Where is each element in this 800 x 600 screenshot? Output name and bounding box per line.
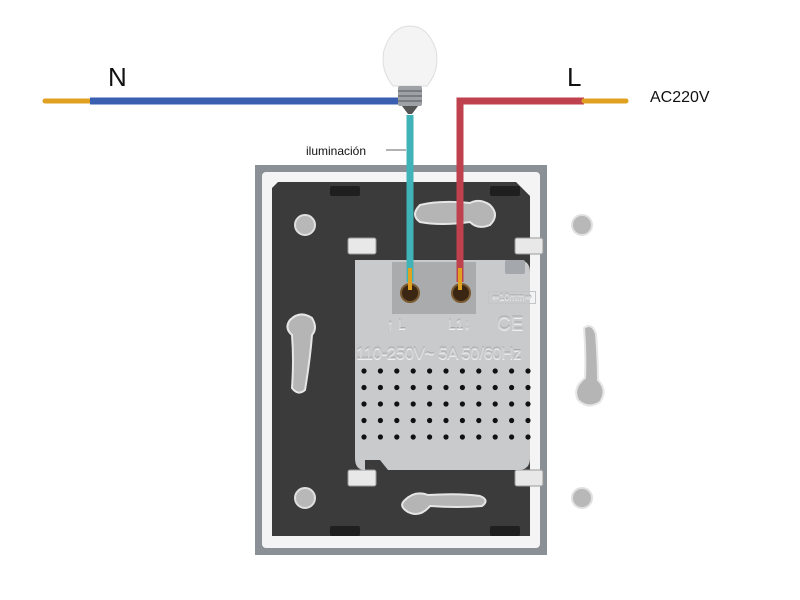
- vent-hole: [427, 417, 433, 424]
- vent-hole: [394, 384, 400, 391]
- bulb-contact: [402, 106, 418, 114]
- terminal-screws: [400, 283, 471, 303]
- strip-length-marking: ⇐10mm⇒: [488, 291, 537, 304]
- vent-hole: [443, 434, 449, 440]
- vent-hole: [394, 401, 400, 407]
- vent-hole: [459, 434, 465, 440]
- vent-hole: [427, 368, 433, 374]
- vent-hole: [459, 401, 465, 407]
- vent-hole: [476, 434, 482, 440]
- vent-hole: [361, 368, 367, 374]
- neutral-label: N: [108, 62, 127, 92]
- vent-hole: [427, 434, 433, 440]
- vent-hole: [394, 417, 400, 424]
- module-notch: [505, 260, 525, 274]
- vent-hole: [377, 401, 383, 407]
- vent-hole: [492, 434, 498, 440]
- vent-hole: [361, 384, 367, 391]
- vent-hole: [443, 401, 449, 407]
- vent-hole: [410, 368, 416, 374]
- vent-hole: [525, 417, 531, 424]
- bulb-glass: [382, 25, 438, 87]
- vent-hole: [394, 434, 400, 440]
- vent-hole: [410, 384, 416, 391]
- terminal-in-marking: ↑ L: [387, 316, 406, 332]
- vent-hole: [394, 368, 400, 374]
- vent-hole: [509, 368, 515, 374]
- rating-marking: 110-250V~ 5A 50/60Hz: [356, 344, 522, 363]
- live-label: L: [567, 62, 582, 92]
- vent-hole: [525, 384, 531, 391]
- vent-hole: [377, 434, 383, 440]
- vent-hole: [492, 417, 498, 424]
- vent-hole: [410, 417, 416, 424]
- vent-hole: [361, 434, 367, 440]
- wires: [42, 97, 629, 290]
- light-bulb-icon: [382, 25, 438, 114]
- ce-mark: CE: [497, 314, 524, 335]
- vent-hole: [492, 384, 498, 391]
- vent-hole: [476, 401, 482, 407]
- screw-holes: [294, 214, 593, 509]
- vent-hole: [459, 417, 465, 424]
- vent-hole: [361, 401, 367, 407]
- vent-hole: [443, 417, 449, 424]
- vent-hole: [459, 368, 465, 374]
- vent-hole: [476, 384, 482, 391]
- vent-hole: [476, 368, 482, 374]
- vent-hole: [410, 434, 416, 440]
- terminal-out-marking: L1↓: [448, 316, 471, 332]
- vent-hole: [476, 417, 482, 424]
- vent-hole: [443, 368, 449, 374]
- vent-hole: [509, 384, 515, 391]
- vent-hole: [427, 401, 433, 407]
- supply-voltage-label: AC220V: [650, 89, 710, 106]
- vent-hole: [427, 384, 433, 391]
- latch-tabs: [347, 237, 544, 487]
- vent-hole: [509, 417, 515, 424]
- live-wire: [456, 97, 584, 282]
- vent-hole: [443, 384, 449, 391]
- vent-hole: [377, 368, 383, 374]
- vent-hole: [509, 434, 515, 440]
- keyhole-slots: [286, 199, 605, 515]
- vent-hole: [459, 384, 465, 391]
- vent-hole: [509, 401, 515, 407]
- vent-hole: [361, 417, 367, 424]
- vent-hole: [492, 368, 498, 374]
- vent-hole: [525, 401, 531, 407]
- vent-hole: [410, 401, 416, 407]
- vent-hole: [377, 417, 383, 424]
- vent-hole: [525, 368, 531, 374]
- lighting-label: iluminación: [306, 144, 367, 158]
- vent-hole: [492, 401, 498, 407]
- vent-grid: [361, 368, 531, 440]
- mounting-clips: [330, 186, 520, 536]
- vent-hole: [377, 384, 383, 391]
- vent-hole: [525, 434, 531, 440]
